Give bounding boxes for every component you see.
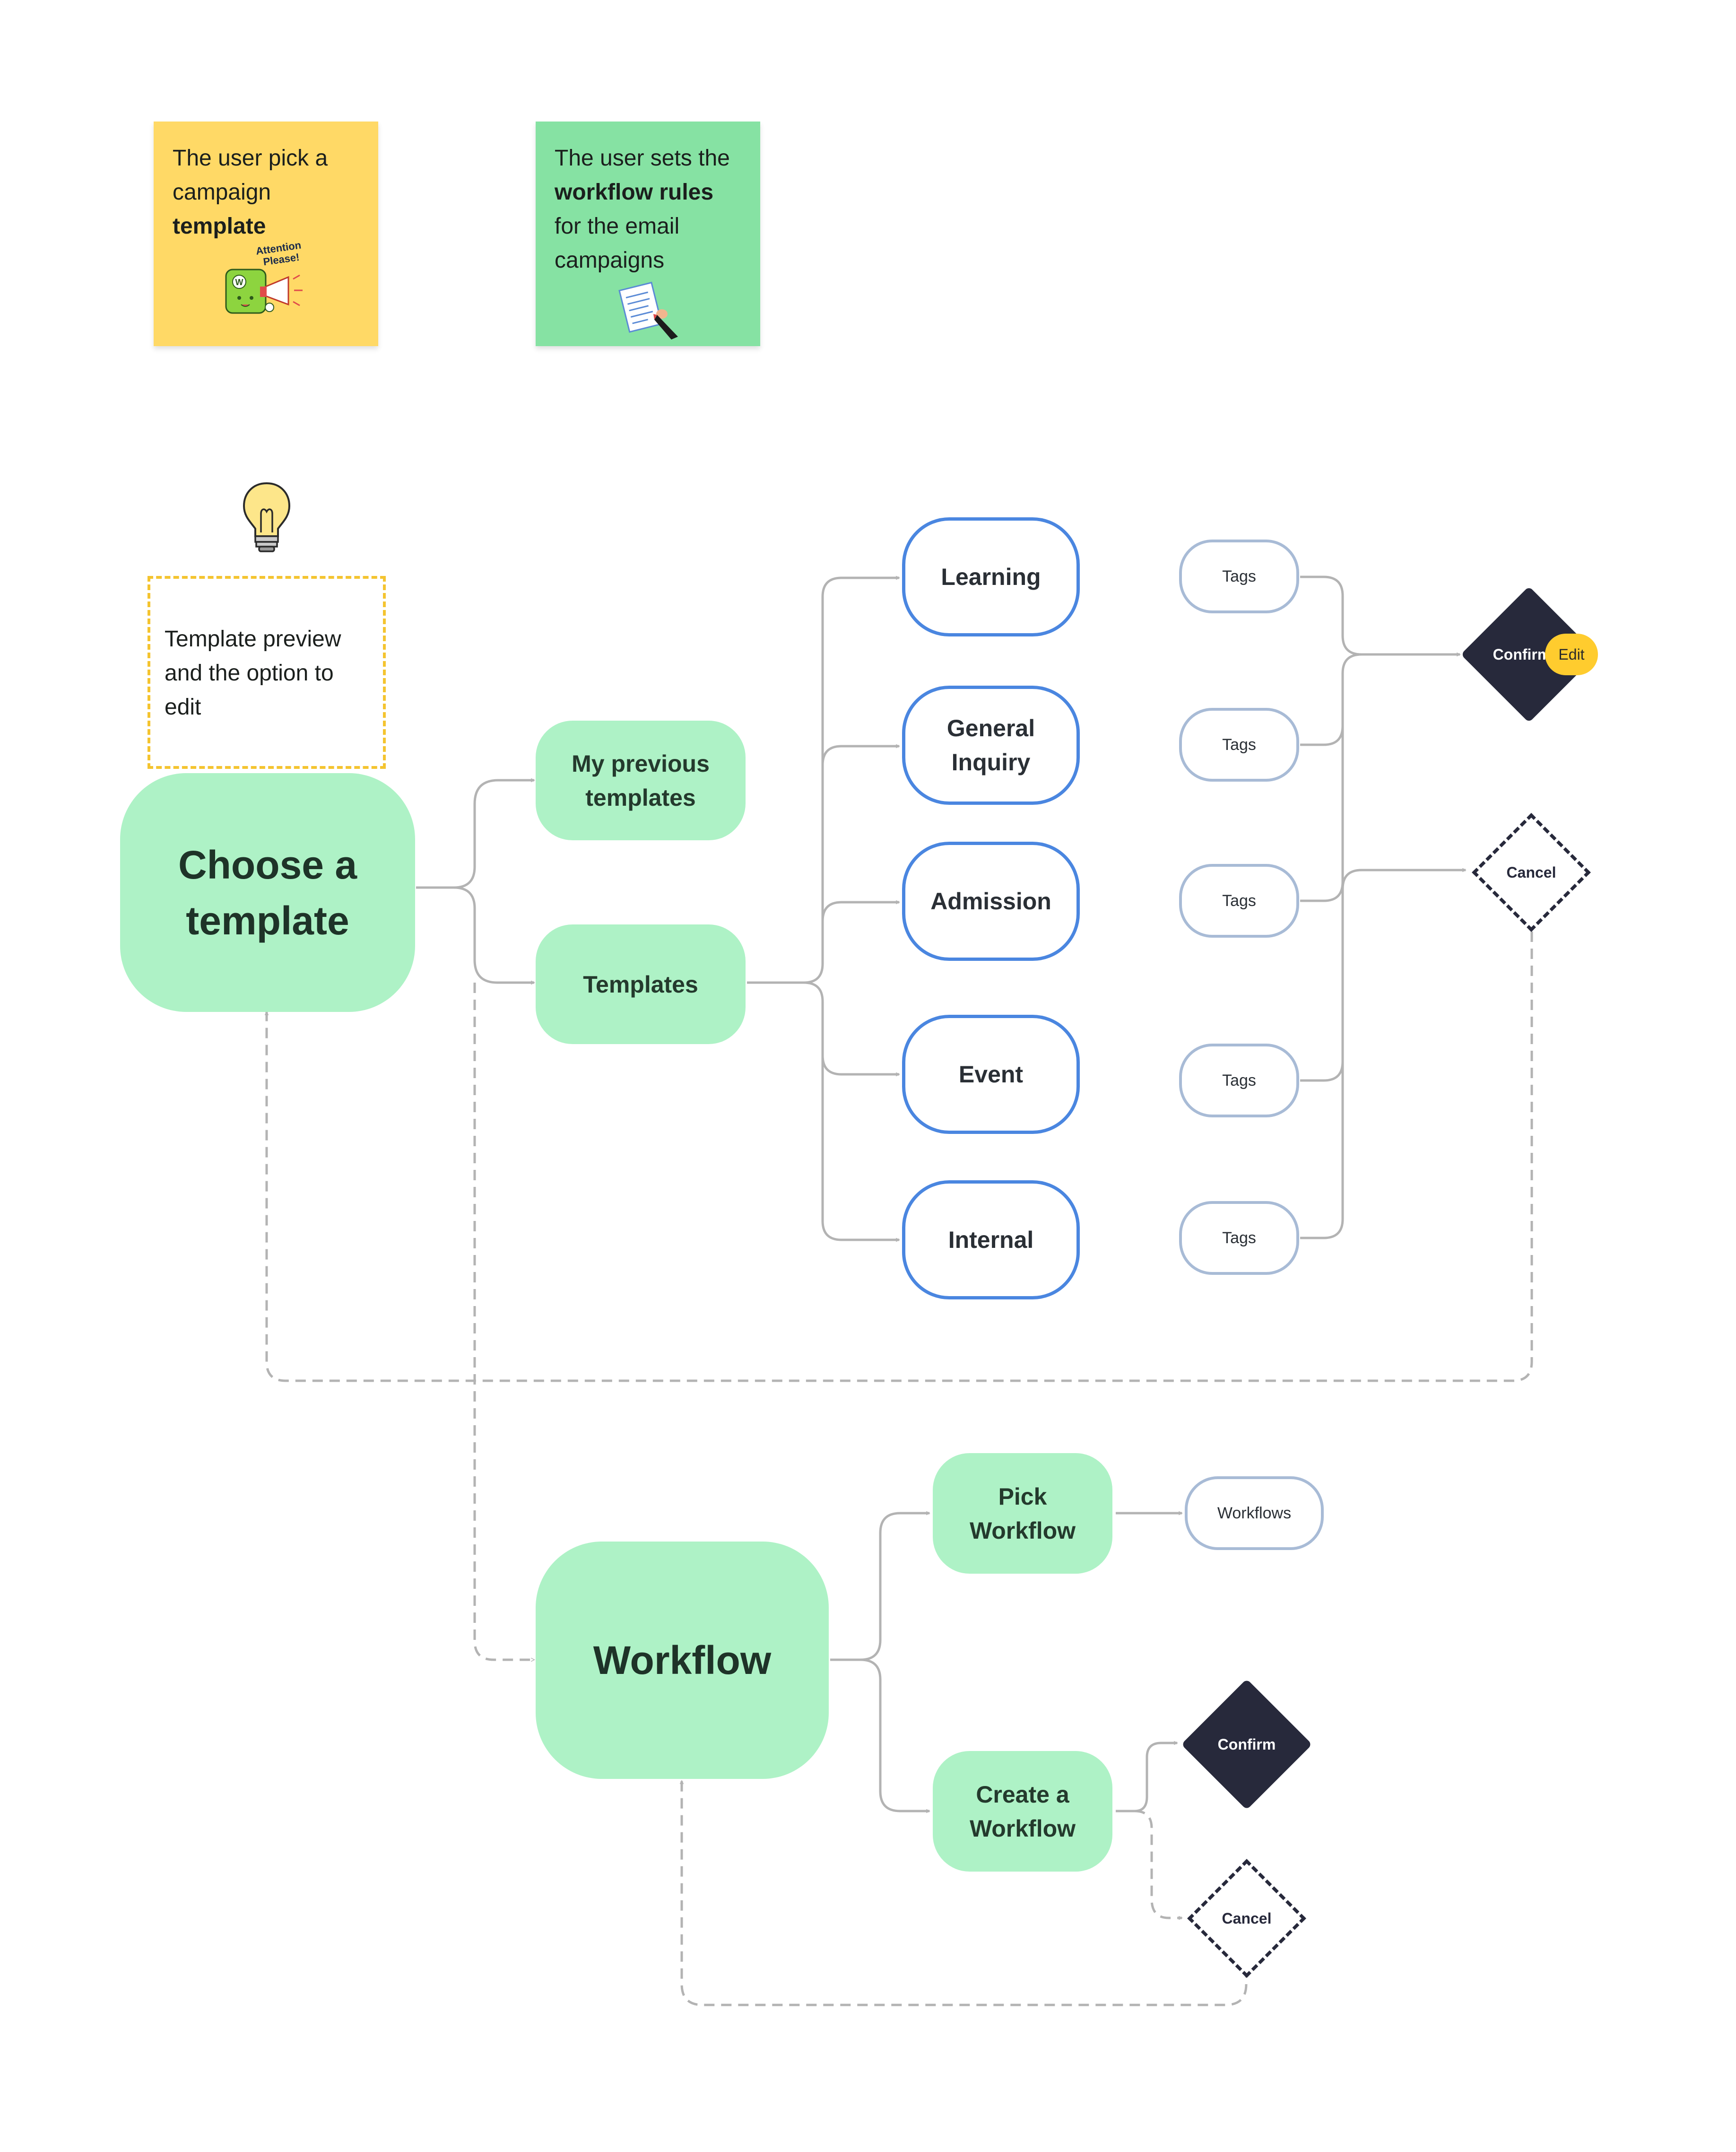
templates-label: Templates [583, 971, 698, 998]
sticky-campaign-line2: campaign [173, 180, 271, 205]
edge-cancel-bottom-return [682, 1781, 1248, 2006]
pick-workflow-line2: Workflow [969, 1517, 1076, 1544]
choose-template-node[interactable]: Choose a template [120, 773, 415, 1012]
create-workflow-line1: Create a [976, 1781, 1069, 1808]
workflow-label: Workflow [593, 1638, 772, 1682]
general-inquiry-node[interactable]: General Inquiry [902, 686, 1080, 805]
edge-create-to-confirm [1116, 1743, 1177, 1812]
workflow-node[interactable]: Workflow [536, 1542, 829, 1779]
edge-tags-4 [1300, 673, 1344, 1082]
admission-node[interactable]: Admission [902, 842, 1080, 961]
cancel-decision-top[interactable]: Cancel [1470, 811, 1592, 933]
edge-tags-5 [1300, 1062, 1344, 1239]
edge-choose-to-templates [453, 886, 534, 983]
choose-template-line2: template [186, 898, 349, 943]
svg-text:W: W [235, 278, 243, 287]
edge-cancel-return [267, 932, 1533, 1382]
pick-workflow-node[interactable]: Pick Workflow [933, 1453, 1112, 1574]
sticky-campaign-line1: The user pick a [173, 146, 328, 171]
edge-create-to-cancel [1134, 1810, 1182, 1918]
event-label: Event [958, 1061, 1024, 1088]
tags-node-internal[interactable]: Tags [1179, 1201, 1299, 1275]
sticky-campaign-bold: template [173, 214, 266, 239]
templates-node[interactable]: Templates [536, 924, 746, 1044]
edge-templates-trunk [747, 578, 899, 984]
create-workflow-node[interactable]: Create a Workflow [933, 1751, 1112, 1872]
my-previous-templates-node[interactable]: My previous templates [536, 721, 746, 840]
tags-node-admission[interactable]: Tags [1179, 864, 1299, 938]
template-preview-note[interactable]: Template preview and the option to edit [148, 576, 386, 769]
general-inquiry-line2: Inquiry [951, 749, 1031, 775]
edge-to-general [821, 746, 899, 766]
edge-tags-3 [1300, 870, 1466, 902]
edge-to-event [821, 1055, 899, 1074]
confirm-top-label: Confirm [1493, 645, 1551, 663]
confirm-bottom-label: Confirm [1217, 1735, 1276, 1753]
sticky-note-campaign[interactable]: The user pick a campaign template [154, 122, 378, 346]
edge-choose-to-workflow [473, 983, 534, 1660]
choose-template-line1: Choose a [178, 842, 357, 887]
learning-label: Learning [941, 564, 1041, 590]
event-node[interactable]: Event [902, 1015, 1080, 1134]
pick-workflow-line1: Pick [998, 1483, 1047, 1510]
edit-badge-label: Edit [1558, 645, 1585, 663]
sticky-workflow-line4: campaigns [555, 248, 665, 273]
admission-label: Admission [930, 888, 1051, 915]
tags-label: Tags [1222, 891, 1256, 910]
edge-templates-down [803, 981, 899, 1240]
tags-label: Tags [1222, 735, 1256, 754]
create-workflow-line2: Workflow [969, 1815, 1076, 1842]
tags-node-general-inquiry[interactable]: Tags [1179, 708, 1299, 782]
attention-sticker-icon: Attention Please! W [222, 239, 312, 322]
my-previous-line1: My previous [572, 750, 710, 777]
preview-note-line3: edit [165, 695, 201, 720]
edge-workflow-to-pick [830, 1513, 929, 1661]
cancel-top-label: Cancel [1506, 863, 1556, 881]
sticky-workflow-line1: The user sets the [555, 146, 730, 171]
confirm-decision-top[interactable]: Confirm [1460, 586, 1597, 723]
tags-label: Tags [1222, 1228, 1256, 1247]
edge-choose-to-previous [416, 780, 534, 889]
learning-node[interactable]: Learning [902, 517, 1080, 636]
edge-tags-2 [1300, 653, 1362, 746]
confirm-decision-bottom[interactable]: Confirm [1180, 1678, 1313, 1811]
workflows-node[interactable]: Workflows [1185, 1476, 1324, 1550]
my-previous-line2: templates [585, 784, 696, 811]
document-pen-icon [618, 279, 680, 340]
tags-label: Tags [1222, 1071, 1256, 1089]
cancel-bottom-label: Cancel [1222, 1909, 1272, 1927]
internal-node[interactable]: Internal [902, 1180, 1080, 1299]
general-inquiry-line1: General [946, 715, 1035, 741]
internal-label: Internal [948, 1227, 1034, 1253]
workflows-label: Workflows [1217, 1504, 1292, 1522]
edit-badge[interactable]: Edit [1545, 634, 1598, 675]
preview-note-line2: and the option to [165, 661, 334, 686]
lightbulb-icon [240, 480, 293, 556]
cancel-decision-bottom[interactable]: Cancel [1186, 1857, 1308, 1979]
edge-workflow-to-create [860, 1658, 929, 1811]
tags-node-learning[interactable]: Tags [1179, 540, 1299, 613]
tags-label: Tags [1222, 567, 1256, 585]
sticky-workflow-bold: workflow rules [555, 180, 714, 205]
tags-node-event[interactable]: Tags [1179, 1044, 1299, 1117]
preview-note-line1: Template preview [165, 627, 341, 652]
sticky-workflow-line3: for the email [555, 214, 680, 239]
edge-tags-1 [1300, 575, 1460, 654]
edge-to-admission [821, 902, 899, 922]
